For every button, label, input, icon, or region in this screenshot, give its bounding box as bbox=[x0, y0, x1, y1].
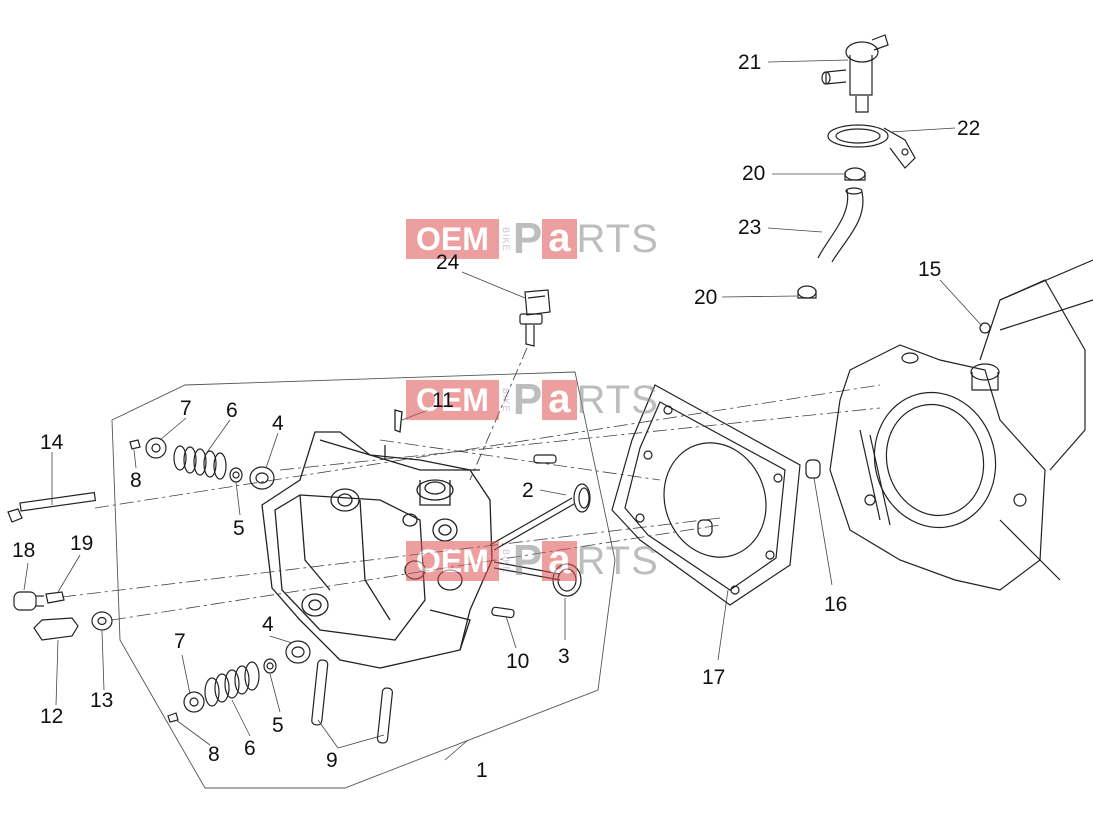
callout-17: 17 bbox=[702, 666, 726, 689]
part-4-washer-lower bbox=[285, 640, 311, 664]
callout-22: 22 bbox=[957, 117, 981, 140]
axis-lines bbox=[61, 384, 881, 621]
callout-6-lower: 6 bbox=[244, 737, 256, 760]
part-8-collet-lower bbox=[167, 712, 179, 723]
callout-2: 2 bbox=[522, 479, 534, 502]
part-3-valve bbox=[493, 561, 582, 597]
callout-6-upper: 6 bbox=[226, 399, 238, 422]
leader-lines bbox=[23, 59, 983, 761]
callout-9: 9 bbox=[326, 749, 338, 772]
callout-10: 10 bbox=[506, 650, 530, 673]
callout-12: 12 bbox=[40, 705, 64, 728]
cylinder-block bbox=[829, 259, 1093, 591]
part-10-pin bbox=[491, 606, 515, 619]
part-2-valve bbox=[489, 483, 591, 551]
part-13-washer bbox=[91, 611, 113, 631]
callout-23: 23 bbox=[738, 216, 762, 239]
part-23-hose bbox=[817, 187, 864, 263]
callout-5-lower: 5 bbox=[272, 714, 284, 737]
part-5-seal-lower bbox=[263, 658, 277, 674]
part-16-dowel bbox=[805, 459, 821, 479]
part-18-cap bbox=[13, 591, 44, 611]
callout-7-lower: 7 bbox=[174, 630, 186, 653]
callout-15: 15 bbox=[918, 258, 942, 281]
callout-7-upper: 7 bbox=[180, 397, 192, 420]
part-7-retainer-lower bbox=[183, 691, 205, 713]
part-5-seal-upper bbox=[229, 467, 243, 483]
part-22-bracket bbox=[827, 124, 916, 169]
callout-11: 11 bbox=[432, 389, 454, 412]
part-19-plug bbox=[45, 591, 65, 604]
callout-24: 24 bbox=[436, 251, 460, 274]
part-20-clamp-upper bbox=[844, 167, 866, 181]
part-17-gasket bbox=[611, 384, 801, 606]
cylinder-head bbox=[261, 409, 493, 669]
callout-1: 1 bbox=[476, 759, 488, 782]
callout-18: 18 bbox=[12, 539, 36, 562]
part-6-spring-upper bbox=[173, 445, 227, 480]
part-14-bolt bbox=[7, 491, 97, 523]
callout-13: 13 bbox=[90, 689, 114, 712]
callout-20-upper: 20 bbox=[742, 162, 766, 185]
part-24-sensor bbox=[519, 289, 551, 347]
part-4-washer-upper bbox=[249, 466, 275, 490]
callout-8-lower: 8 bbox=[208, 743, 220, 766]
part-20-clamp-lower bbox=[797, 285, 817, 299]
callout-21: 21 bbox=[738, 51, 762, 74]
part-12-nut bbox=[33, 617, 79, 641]
callout-4-upper: 4 bbox=[272, 412, 284, 435]
part-9-dowels bbox=[311, 659, 393, 744]
callout-5-upper: 5 bbox=[233, 517, 245, 540]
part-6-spring-lower bbox=[204, 661, 260, 707]
part-8-collet-upper bbox=[129, 439, 141, 450]
part-7-retainer-upper bbox=[145, 437, 167, 459]
part-11-pin bbox=[533, 454, 557, 464]
callout-8-upper: 8 bbox=[130, 469, 142, 492]
callout-14: 14 bbox=[40, 431, 64, 454]
part-21-thermostat bbox=[821, 34, 889, 113]
callout-19: 19 bbox=[70, 532, 94, 555]
callout-3: 3 bbox=[558, 645, 570, 668]
callout-20-lower: 20 bbox=[694, 286, 718, 309]
callout-16: 16 bbox=[824, 593, 848, 616]
callout-4-lower: 4 bbox=[262, 613, 274, 636]
part-1-boundary bbox=[111, 371, 616, 789]
